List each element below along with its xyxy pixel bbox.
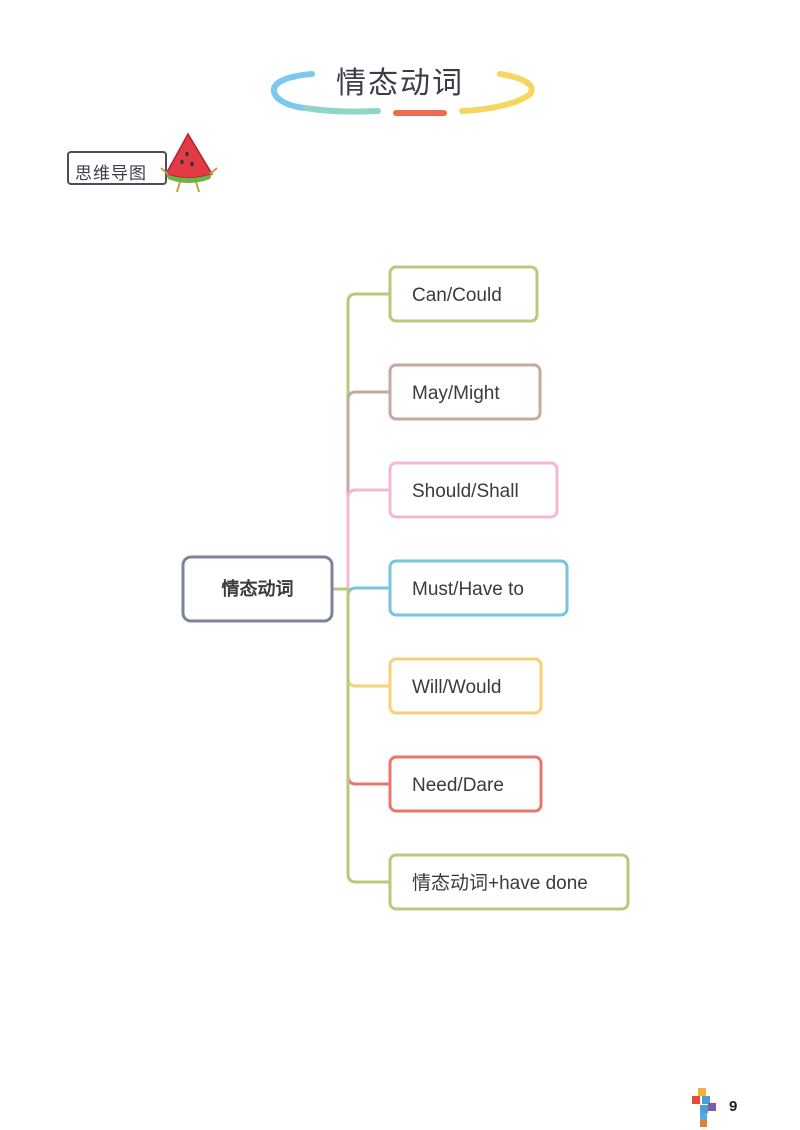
connector-line	[346, 589, 390, 884]
watermelon-icon	[160, 132, 218, 193]
colorful-blocks-logo	[692, 1088, 716, 1127]
branch-node-box	[388, 853, 630, 911]
page-title: 情态动词	[336, 66, 464, 101]
branch-node-label: 情态动词+have done	[412, 872, 588, 894]
branch-node-label: May/Might	[412, 383, 500, 404]
connector-line	[346, 390, 390, 589]
branch-node-label: Should/Shall	[412, 481, 519, 502]
title-decoration	[270, 71, 535, 116]
connector-line	[346, 589, 390, 688]
page-number: 9	[729, 1098, 738, 1115]
branch-node: Should/Shall	[388, 461, 559, 519]
mindmap-label: 思维导图	[67, 151, 167, 185]
branch-node-label: Can/Could	[412, 285, 502, 306]
connector-line	[346, 488, 390, 589]
connector-line	[346, 586, 390, 597]
branch-node-box	[388, 363, 542, 421]
branch-node-box	[388, 559, 569, 617]
branch-node: Need/Dare	[388, 755, 543, 813]
branch-node-box	[388, 265, 539, 323]
branch-node: Will/Would	[388, 657, 543, 715]
branch-node: May/Might	[388, 363, 542, 421]
branch-node-label: Will/Would	[412, 677, 501, 698]
root-node-label: 情态动词	[222, 578, 294, 600]
branch-node-box	[388, 755, 543, 813]
branch-node-label: Need/Dare	[412, 775, 504, 796]
root-node: 情态动词	[181, 555, 334, 623]
branch-node: Can/Could	[388, 265, 539, 323]
branch-node: Must/Have to	[388, 559, 569, 617]
branch-node-box	[388, 657, 543, 715]
branch-node-label: Must/Have to	[412, 579, 524, 600]
branch-node-box	[388, 461, 559, 519]
connector-line	[346, 292, 390, 589]
branch-node: 情态动词+have done	[388, 853, 630, 911]
mindmap-label-text: 思维导图	[75, 164, 147, 184]
connectors	[332, 292, 390, 884]
